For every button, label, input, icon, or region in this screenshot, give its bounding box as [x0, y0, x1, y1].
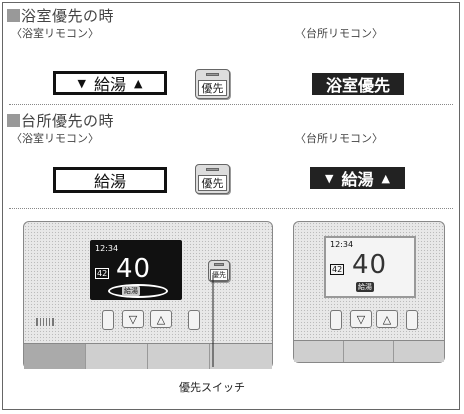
priority-switch-callout: 優先スイッチ [179, 381, 245, 394]
bath-remote-illustration: 12:34 42 40 給湯 優先 ▽ △ [23, 221, 273, 369]
temperature-readout: 40 [352, 250, 388, 280]
priority-lamp-icon [206, 168, 219, 171]
bottom-key-strip [24, 343, 272, 369]
priority-lamp-icon [206, 73, 219, 76]
bath-remote-display: ▼ 給湯 ▲ [53, 71, 167, 95]
strip-key[interactable] [344, 341, 394, 362]
label-bath-remote: 〈浴室リモコン〉 [11, 27, 99, 40]
callout-line [212, 275, 214, 367]
priority-button[interactable]: 優先 [195, 164, 230, 194]
right-bracket-key[interactable] [406, 310, 418, 330]
up-key[interactable]: △ [376, 310, 398, 328]
remote-screen: 12:34 42 40 給湯 [324, 236, 416, 298]
up-triangle-icon: ▲ [381, 171, 390, 185]
bath-remote-display: 給湯 [53, 167, 167, 193]
level-readout: 42 [330, 264, 345, 275]
priority-button[interactable]: 優先 [195, 69, 230, 99]
label-bath-remote: 〈浴室リモコン〉 [11, 132, 99, 145]
temperature-readout: 40 [116, 254, 152, 284]
square-bullet-icon [7, 114, 20, 127]
strip-key[interactable] [148, 344, 210, 369]
strip-key[interactable] [86, 344, 148, 369]
strip-key[interactable] [394, 341, 444, 362]
mode-badge: 給湯 [356, 282, 374, 292]
time-readout: 12:34 [95, 244, 119, 253]
right-bracket-key[interactable] [188, 310, 200, 330]
highlight-ellipse [108, 284, 168, 298]
section-divider [9, 104, 453, 105]
down-key[interactable]: ▽ [350, 310, 372, 328]
kitchen-remote-display: 浴室優先 [312, 73, 404, 95]
left-bracket-key[interactable] [330, 310, 342, 330]
down-triangle-icon: ▼ [325, 171, 334, 185]
left-bracket-key[interactable] [102, 310, 114, 330]
up-key[interactable]: △ [150, 310, 172, 328]
time-readout: 12:34 [330, 240, 354, 249]
square-bullet-icon [7, 9, 20, 22]
label-kitchen-remote: 〈台所リモコン〉 [295, 132, 383, 145]
kitchen-remote-illustration: 12:34 42 40 給湯 ▽ △ [293, 221, 445, 363]
heading-kitchen-priority: 台所優先の時 [7, 110, 114, 131]
heading-bath-priority: 浴室優先の時 [7, 5, 114, 26]
priority-lamp-icon [214, 263, 224, 266]
down-key[interactable]: ▽ [122, 310, 144, 328]
bottom-key-strip [294, 340, 444, 362]
diagram-frame: 浴室優先の時 〈浴室リモコン〉 〈台所リモコン〉 ▼ 給湯 ▲ 優先 浴室優先 … [2, 2, 460, 410]
strip-key[interactable] [294, 341, 344, 362]
section-divider [9, 208, 453, 209]
mode-badge: 給湯 [122, 286, 140, 296]
down-triangle-icon: ▼ [77, 76, 86, 90]
up-triangle-icon: ▲ [134, 76, 143, 90]
level-readout: 42 [95, 268, 110, 279]
kitchen-remote-display: ▼ 給湯 ▲ [310, 167, 405, 189]
strip-key[interactable] [24, 344, 86, 369]
label-kitchen-remote: 〈台所リモコン〉 [295, 27, 383, 40]
speaker-grille [36, 318, 54, 326]
remote-screen: 12:34 42 40 給湯 [90, 240, 182, 300]
